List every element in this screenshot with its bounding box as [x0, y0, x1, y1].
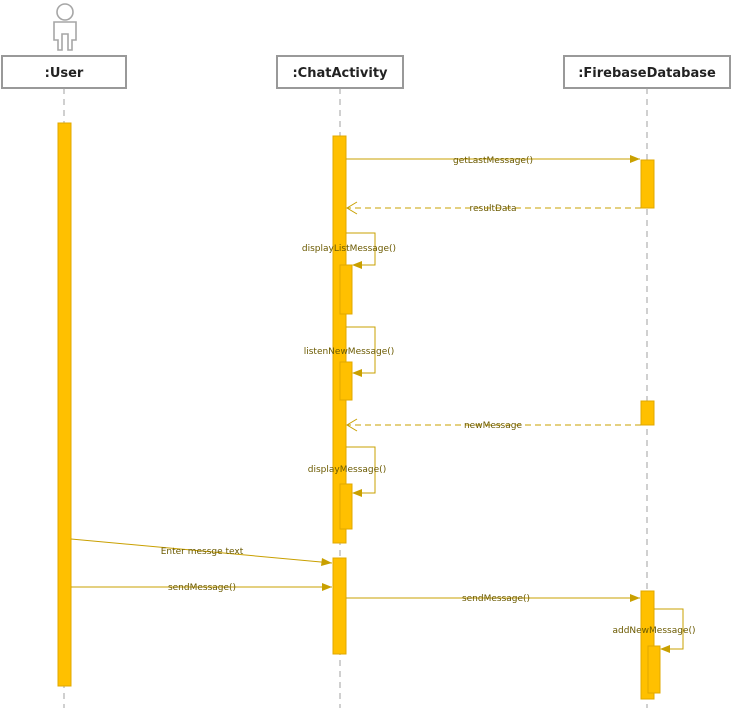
- arrowhead-icon: [352, 261, 362, 269]
- lifeline-label-chat-activity: :ChatActivity: [292, 66, 388, 81]
- message-label-get-last-message: getLastMessage(): [453, 156, 533, 166]
- message-listen-new-message[interactable]: listenNewMessage(): [304, 326, 395, 377]
- activation-chat-nested-3: [339, 483, 353, 530]
- message-send-message-firebase[interactable]: sendMessage(): [346, 594, 640, 604]
- arrowhead-icon: [660, 645, 670, 653]
- messages: getLastMessage() resultData displayListM…: [70, 155, 696, 653]
- activation-chat-1: [332, 135, 347, 544]
- arrowhead-icon: [352, 489, 362, 497]
- activation-chat-2: [332, 557, 347, 655]
- activation-firebase-2: [640, 400, 655, 426]
- lifeline-firebase-database[interactable]: :FirebaseDatabase: [563, 55, 731, 708]
- lifeline-head-chat-activity: [276, 55, 404, 89]
- message-arrow-display-list-message: [346, 232, 376, 266]
- message-label-result-data: resultData: [470, 204, 517, 214]
- open-arrowhead-icon: [346, 201, 358, 215]
- message-label-add-new-message: addNewMessage(): [612, 626, 695, 636]
- message-display-list-message[interactable]: displayListMessage(): [302, 232, 396, 269]
- message-arrow-display-message: [346, 446, 376, 494]
- message-label-display-message: displayMessage(): [308, 465, 386, 475]
- activations: [57, 122, 661, 700]
- activation-user: [57, 122, 72, 687]
- arrowhead-icon: [630, 594, 640, 602]
- message-result-data[interactable]: resultData: [346, 201, 641, 215]
- message-new-message[interactable]: newMessage: [346, 418, 641, 432]
- activation-chat-nested-2: [339, 361, 353, 401]
- message-arrow-add-new-message: [654, 608, 684, 650]
- open-arrowhead-icon: [346, 418, 358, 432]
- arrowhead-icon: [352, 369, 362, 377]
- arrowhead-icon: [322, 583, 332, 591]
- stick-figure-icon: [53, 3, 77, 51]
- message-send-message-user[interactable]: sendMessage(): [71, 583, 332, 593]
- message-label-listen-new-message: listenNewMessage(): [304, 347, 395, 357]
- activation-chat-nested-1: [339, 264, 353, 315]
- message-label-new-message: newMessage: [464, 421, 523, 431]
- lifeline-label-firebase-database: :FirebaseDatabase: [578, 66, 716, 81]
- activation-firebase-1: [640, 159, 655, 209]
- message-arrow-listen-new-message: [346, 326, 376, 374]
- activation-firebase-nested: [647, 645, 661, 694]
- message-label-display-list-message: displayListMessage(): [302, 244, 396, 254]
- arrowhead-icon: [321, 558, 332, 566]
- message-add-new-message[interactable]: addNewMessage(): [612, 608, 696, 653]
- message-enter-message-text[interactable]: Enter messge text: [70, 538, 333, 566]
- message-label-enter-message-text: Enter messge text: [161, 547, 244, 557]
- message-get-last-message[interactable]: getLastMessage(): [346, 155, 640, 166]
- message-arrow-enter-message-text: [70, 538, 333, 564]
- message-display-message[interactable]: displayMessage(): [308, 446, 386, 497]
- arrowhead-icon: [630, 155, 640, 163]
- message-label-send-message-user: sendMessage(): [168, 583, 236, 593]
- message-label-send-message-firebase: sendMessage(): [462, 594, 530, 604]
- lifeline-label-user: :User: [45, 66, 84, 81]
